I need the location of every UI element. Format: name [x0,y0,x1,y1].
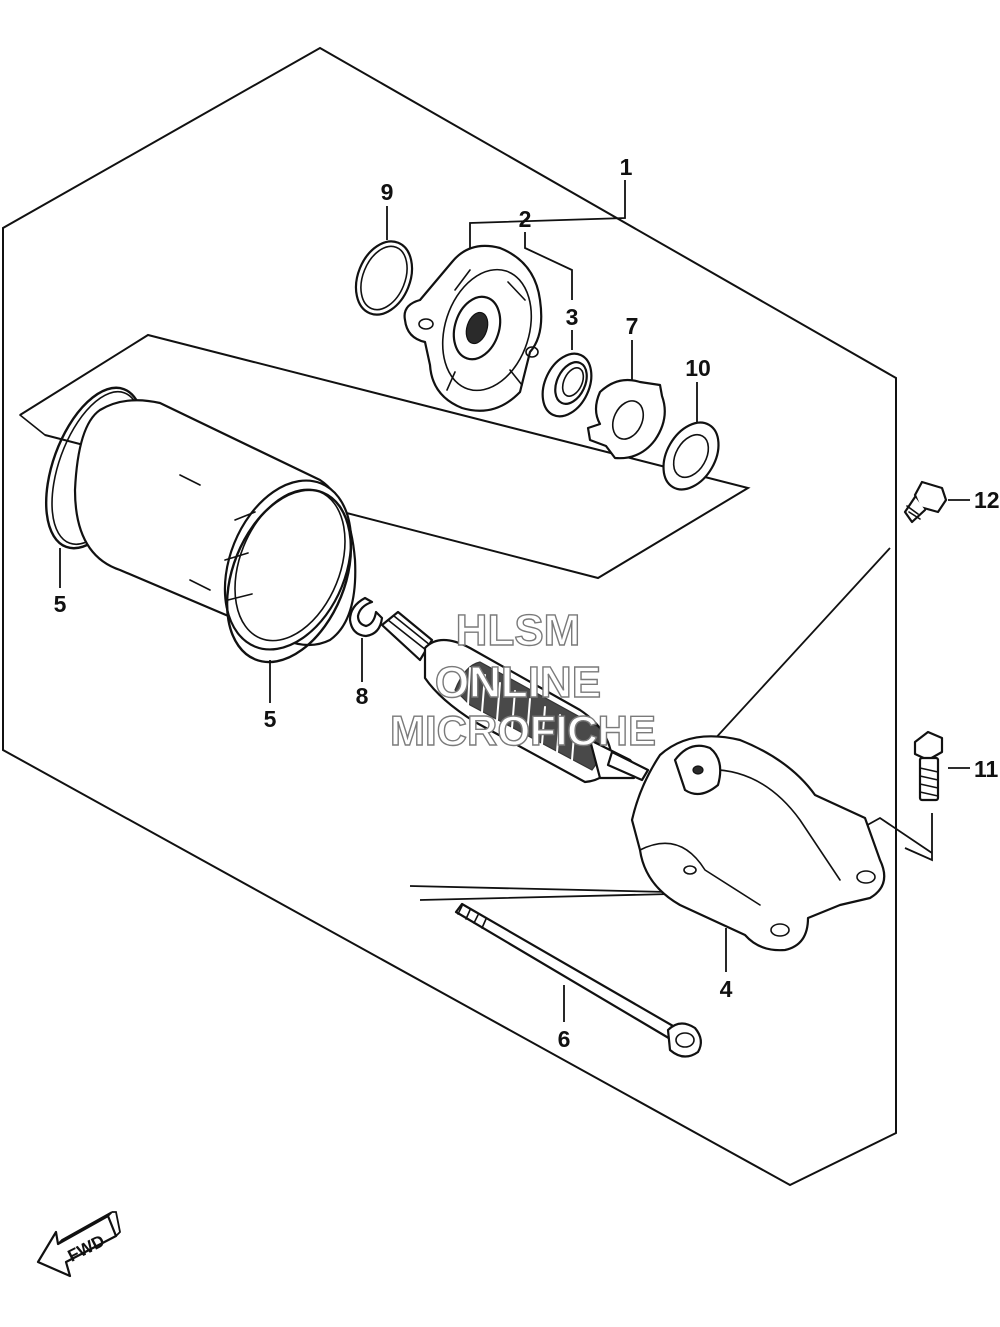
bolt-part-11 [913,730,944,802]
armature-windings [454,661,603,771]
washer-part-10 [662,421,720,491]
leader-2 [524,232,573,300]
callout-9: 9 [381,179,394,205]
callout-7: 7 [626,313,639,339]
callout-8: 8 [356,683,369,709]
callout-1: 1 [620,154,633,180]
leader-11-b [904,813,933,862]
screw-part-12 [903,480,948,524]
yoke-group-frame-edge [19,414,46,436]
callout-12: 12 [974,487,1000,513]
yoke-group-frame [19,333,751,580]
o-ring-part-9 [354,240,414,316]
watermark-line-2: ONLINE [435,658,601,707]
leader-12 [711,547,891,743]
watermark-line-3: MICROFICHE [390,707,656,754]
lock-plate-part-7 [586,378,666,460]
starter-yoke [73,399,357,651]
fwd-arrow-icon [36,1214,118,1278]
armature [380,610,650,784]
callout-5-rear: 5 [54,591,67,617]
callout-11: 11 [974,756,999,782]
circlip-part-8 [348,596,384,638]
callout-2: 2 [519,206,532,232]
through-bolt-part-6 [454,902,702,1058]
fwd-arrow: FWD [36,1211,121,1278]
callout-3: 3 [566,304,579,330]
callout-6: 6 [558,1026,571,1052]
callout-labels: 1 2 3 4 5 5 6 7 8 9 10 11 12 [54,154,1000,1052]
watermark: HLSM ONLINE MICROFICHE [389,605,656,754]
front-bracket-part-2 [403,244,543,412]
callout-10: 10 [685,355,711,381]
watermark-line-1: HLSM [456,606,581,655]
o-ring-part-5-front [225,488,353,664]
oil-seal-part-3 [541,352,593,418]
rear-bracket-part-4 [630,735,886,952]
callout-5-front: 5 [264,706,277,732]
assembly-frame [2,46,897,1187]
leader-1 [469,180,626,268]
callout-4: 4 [720,976,733,1002]
